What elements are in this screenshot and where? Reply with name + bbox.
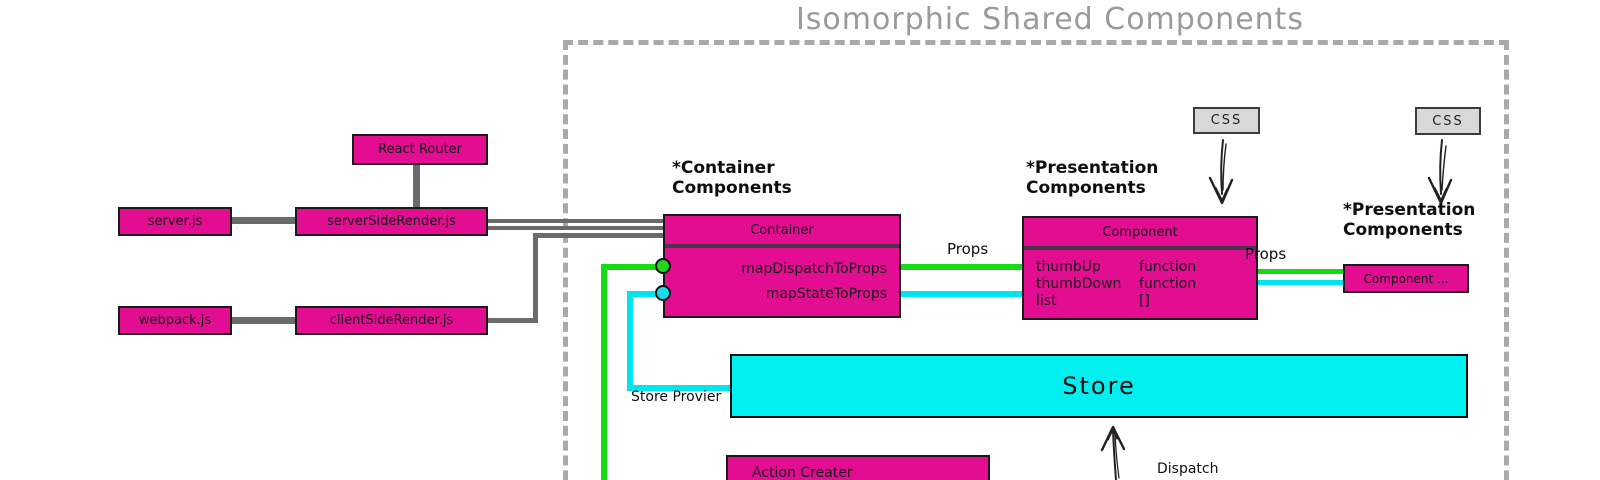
component-box-header: Component — [1024, 218, 1256, 250]
state-port — [655, 285, 671, 301]
node-server-side-render-label: serverSideRender.js — [327, 214, 456, 229]
node-server-js-label: server.js — [147, 214, 203, 229]
component-box: Component thumbUp function thumbDown fun… — [1022, 216, 1258, 320]
prop-name: thumbDown — [1036, 276, 1122, 292]
store-label: Store — [1062, 372, 1136, 400]
props-label-2: Props — [1245, 245, 1287, 263]
cyan-line-container-left — [627, 291, 665, 297]
node-server-side-render: serverSideRender.js — [295, 207, 488, 236]
connector-csr-riser-v — [533, 233, 538, 323]
prop-value: function — [1139, 276, 1197, 292]
props-label-1: Props — [947, 240, 989, 258]
component-prop-row: thumbDown function — [1024, 276, 1256, 293]
component-prop-row: thumbUp function — [1024, 259, 1256, 276]
node-webpack-js: webpack.js — [118, 306, 232, 335]
prop-name: list — [1036, 293, 1057, 309]
green-line-vertical — [601, 264, 607, 480]
node-client-side-render: clientSideRender.js — [295, 306, 488, 335]
connector-reactrouter-ssr — [413, 164, 420, 209]
map-state-to-props: mapStateToProps — [765, 286, 887, 302]
map-dispatch-to-props: mapDispatchToProps — [741, 261, 887, 277]
component-more-label: Component ... — [1363, 271, 1449, 286]
node-client-side-render-label: clientSideRender.js — [329, 313, 454, 328]
prop-name: thumbUp — [1036, 259, 1101, 275]
green-line-container-left — [601, 264, 665, 270]
dispatch-label: Dispatch — [1157, 461, 1219, 477]
cyan-line-vertical — [627, 291, 633, 391]
node-react-router: React Router — [352, 134, 488, 165]
container-box: Container mapDispatchToProps mapStateToP… — [663, 214, 901, 318]
arrow-up-icon — [1100, 425, 1126, 480]
connector-csr-riser-h — [488, 318, 538, 323]
connector-riser-container — [533, 233, 665, 238]
cyan-props-line-1 — [899, 291, 1024, 297]
action-creator-label: Action Creater — [752, 465, 853, 480]
store-box: Store — [730, 354, 1468, 418]
arrow-down-icon — [1208, 139, 1234, 205]
connector-ssr-container-a — [488, 219, 665, 223]
css-box-right-label: CSS — [1432, 113, 1464, 129]
css-box-left-label: CSS — [1210, 113, 1243, 128]
component-prop-row: list [] — [1024, 293, 1256, 310]
prop-value: function — [1139, 259, 1197, 275]
connector-ssr-container-b — [488, 226, 665, 230]
node-react-router-label: React Router — [378, 142, 462, 157]
css-box-right: CSS — [1415, 107, 1481, 135]
connector-webpack-csr — [230, 317, 297, 324]
cyan-props-line-2 — [1256, 280, 1345, 285]
cyan-line-to-store — [627, 385, 732, 391]
store-provider-label: Store Provier — [631, 389, 722, 405]
green-props-line-1 — [899, 264, 1024, 270]
node-webpack-js-label: webpack.js — [138, 313, 212, 328]
container-box-header: Container — [665, 216, 899, 248]
arrow-down-icon — [1427, 139, 1453, 205]
action-creator-box: Action Creater — [726, 455, 990, 480]
diagram-title: Isomorphic Shared Components — [795, 2, 1305, 37]
shared-components-boundary — [563, 40, 1509, 480]
component-more-box: Component ... — [1343, 264, 1469, 293]
dispatch-port — [655, 258, 671, 274]
green-props-line-2 — [1256, 269, 1345, 274]
prop-value: [] — [1139, 293, 1150, 309]
node-server-js: server.js — [118, 207, 232, 236]
css-box-left: CSS — [1193, 107, 1260, 134]
connector-serverjs-ssr — [230, 217, 297, 224]
